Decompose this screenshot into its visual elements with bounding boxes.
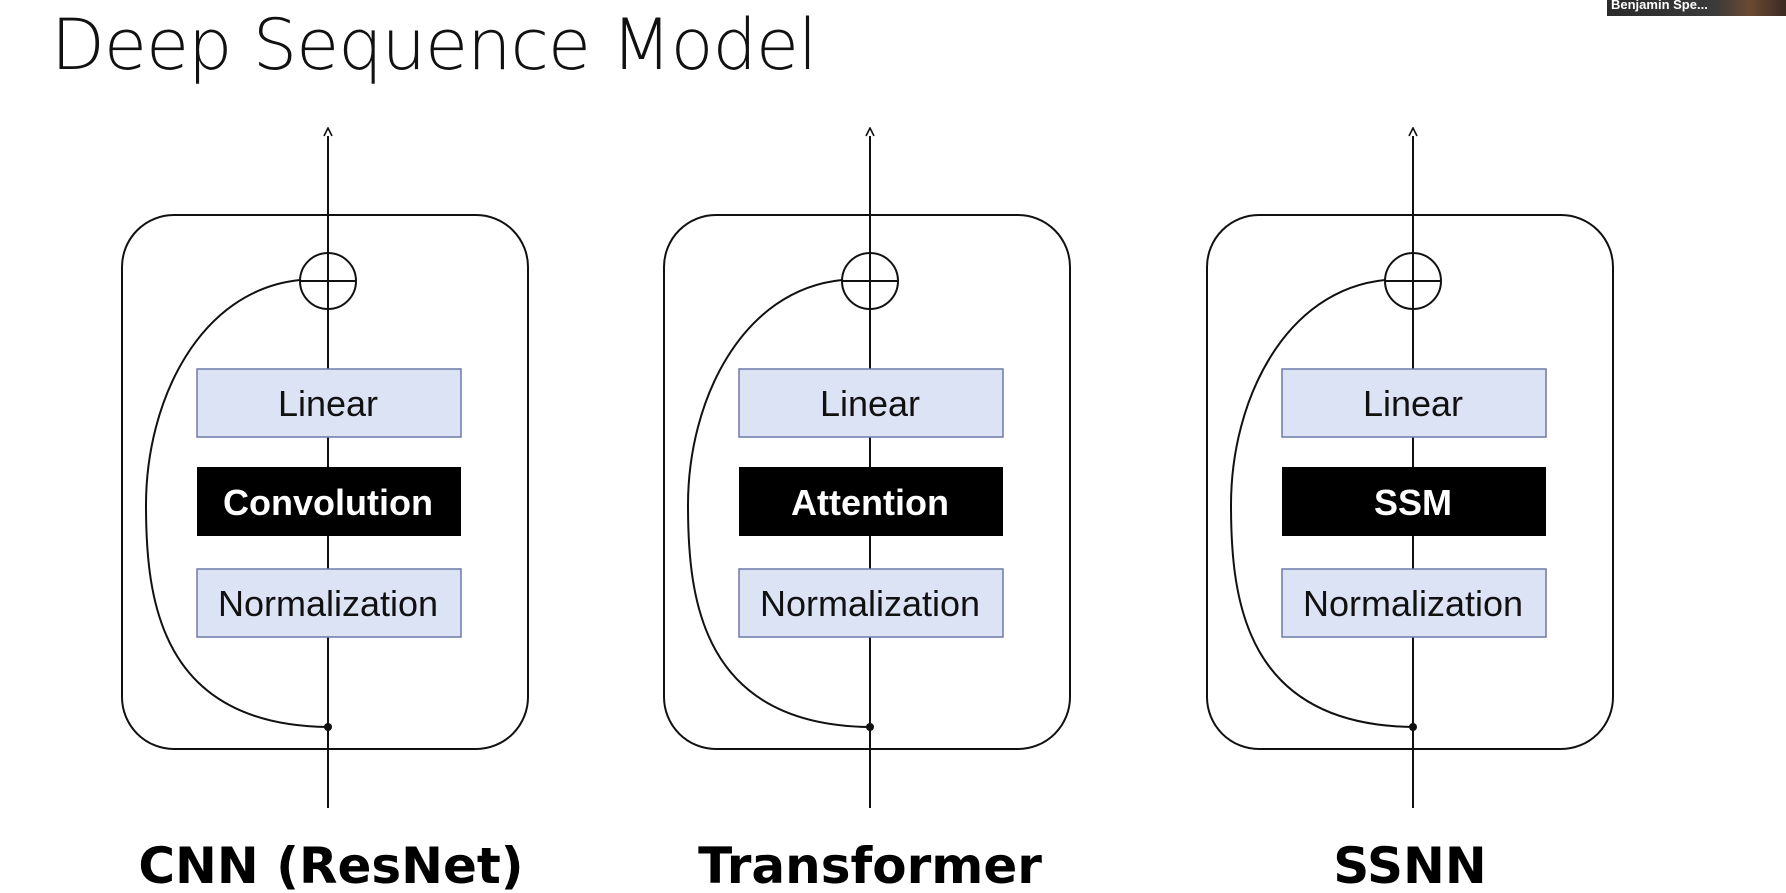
core-op-box — [1282, 467, 1546, 536]
core-op-label: Convolution — [223, 482, 433, 523]
residual-junction-dot — [1409, 723, 1417, 731]
residual-connection — [1229, 279, 1414, 728]
linear-label: Linear — [820, 383, 920, 424]
normalization-box — [196, 568, 462, 638]
core-op-box — [739, 467, 1003, 536]
speaker-video-thumbnail[interactable]: Benjamin Spe... — [1607, 0, 1786, 16]
block-ssnn: Linear SSM Normalization SSNN — [1206, 136, 1614, 893]
block-caption: SSNN — [1333, 837, 1486, 893]
normalization-label: Normalization — [760, 583, 980, 624]
slide-title: Deep Sequence Model — [51, 4, 817, 86]
core-op-label: Attention — [791, 482, 949, 523]
linear-box — [1281, 368, 1547, 438]
normalization-box — [738, 568, 1004, 638]
normalization-box — [1281, 568, 1547, 638]
core-op-box — [197, 467, 461, 536]
linear-box — [738, 368, 1004, 438]
block-container — [121, 214, 529, 750]
residual-connection — [686, 279, 871, 728]
block-container — [1206, 214, 1614, 750]
residual-junction-dot — [324, 723, 332, 731]
block-caption: Transformer — [698, 837, 1042, 893]
residual-connection — [144, 279, 329, 728]
linear-box — [196, 368, 462, 438]
speaker-name: Benjamin Spe... — [1611, 0, 1708, 12]
normalization-label: Normalization — [218, 583, 438, 624]
block-transformer: Linear Attention Normalization Transform… — [663, 136, 1071, 893]
residual-junction-dot — [866, 723, 874, 731]
block-container — [663, 214, 1071, 750]
block-cnn: Linear Convolution Normalization CNN (Re… — [121, 136, 529, 893]
block-caption: CNN (ResNet) — [138, 837, 523, 893]
core-op-label: SSM — [1374, 482, 1452, 523]
linear-label: Linear — [278, 383, 378, 424]
normalization-label: Normalization — [1303, 583, 1523, 624]
linear-label: Linear — [1363, 383, 1463, 424]
